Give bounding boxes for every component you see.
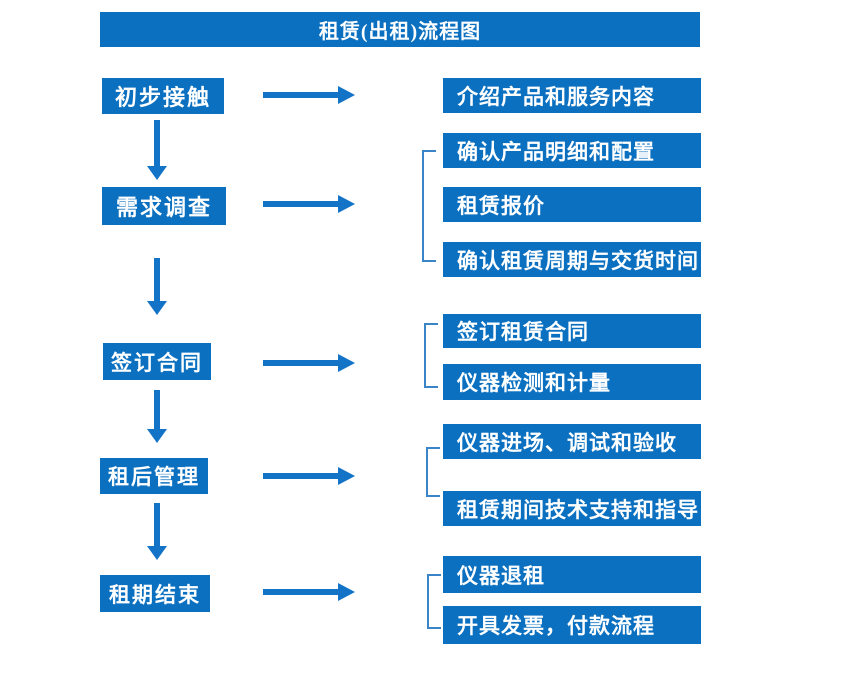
arrow-head <box>147 301 167 315</box>
arrow-head <box>338 354 355 372</box>
right-arrow-icon <box>263 354 355 372</box>
step-box-demand-survey: 需求调查 <box>102 187 226 225</box>
arrow-head <box>147 166 167 180</box>
arrow-shaft <box>263 360 341 366</box>
detail-box-instrument-inspection: 仪器检测和计量 <box>443 364 701 400</box>
down-arrow-icon <box>147 390 167 443</box>
arrow-shaft <box>154 503 160 548</box>
arrow-head <box>338 195 355 213</box>
detail-box-instrument-return: 仪器退租 <box>443 556 701 593</box>
arrow-shaft <box>154 120 160 168</box>
down-arrow-icon <box>147 258 167 315</box>
detail-box-rental-quote: 租赁报价 <box>443 187 701 222</box>
right-arrow-icon <box>263 467 355 485</box>
down-arrow-icon <box>147 503 167 560</box>
arrow-head <box>338 583 355 601</box>
detail-box-confirm-details-config: 确认产品明细和配置 <box>443 133 701 168</box>
detail-box-sign-rental-contract: 签订租赁合同 <box>443 314 701 348</box>
arrow-shaft <box>154 258 160 303</box>
right-arrow-icon <box>263 195 355 213</box>
arrow-head <box>338 86 355 104</box>
arrow-head <box>338 467 355 485</box>
group-bracket-sign-contract <box>424 323 438 388</box>
step-box-initial-contact: 初步接触 <box>102 78 224 114</box>
step-box-sign-contract: 签订合同 <box>103 343 211 380</box>
group-bracket-demand-survey <box>422 150 436 262</box>
group-bracket-post-rental <box>426 447 440 497</box>
detail-box-introduce-products: 介绍产品和服务内容 <box>443 78 701 113</box>
arrow-head <box>147 429 167 443</box>
title-bar: 租赁(出租)流程图 <box>100 12 700 47</box>
group-bracket-lease-end <box>427 574 441 629</box>
right-arrow-icon <box>263 583 355 601</box>
page-title: 租赁(出租)流程图 <box>318 21 482 43</box>
arrow-head <box>147 546 167 560</box>
detail-box-invoice-payment: 开具发票，付款流程 <box>443 606 701 644</box>
detail-box-confirm-period-delivery: 确认租赁周期与交货时间 <box>443 242 701 277</box>
step-box-lease-end: 租期结束 <box>100 575 210 612</box>
arrow-shaft <box>154 390 160 431</box>
arrow-shaft <box>263 201 341 207</box>
arrow-shaft <box>263 589 341 595</box>
right-arrow-icon <box>263 86 355 104</box>
detail-box-tech-support: 租赁期间技术支持和指导 <box>443 491 701 526</box>
step-box-post-rental-management: 租后管理 <box>100 458 208 494</box>
arrow-shaft <box>263 473 341 479</box>
arrow-shaft <box>263 92 341 98</box>
down-arrow-icon <box>147 120 167 180</box>
detail-box-instrument-entry-acceptance: 仪器进场、调试和验收 <box>443 424 701 459</box>
